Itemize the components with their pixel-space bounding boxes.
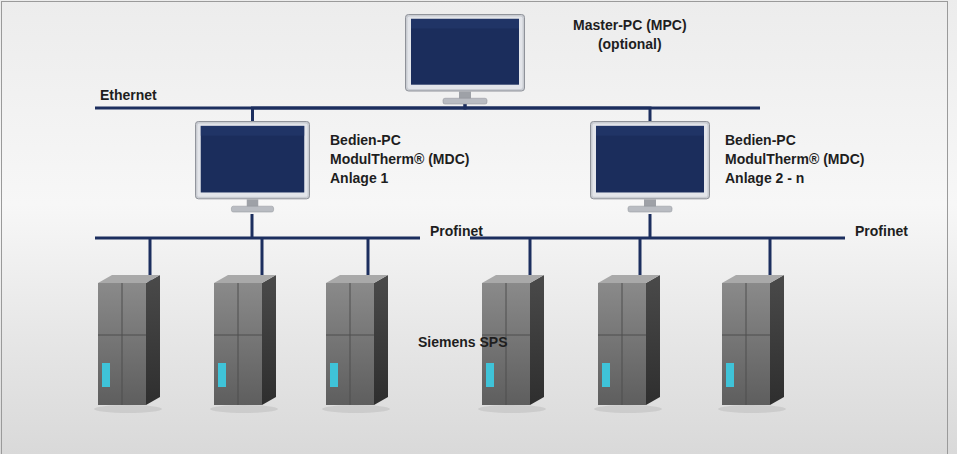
pc-monitor: Bedien-PC ModulTherm® (MDC) Anlage 1 <box>195 121 310 214</box>
pc-caption: Bedien-PC ModulTherm® (MDC) Anlage 2 - n <box>725 131 875 188</box>
monitor-icon <box>195 121 310 214</box>
pc-label: Bedien-PC ModulTherm® (MDC) Anlage 2 - n <box>725 131 875 188</box>
device-label: Siemens SPS <box>418 333 508 351</box>
pc-monitor: Master-PC (MPC)(optional) <box>405 14 525 106</box>
pc-caption: Bedien-PC ModulTherm® (MDC) Anlage 1 <box>330 131 480 188</box>
ethernet-link <box>253 102 466 121</box>
monitor-icon <box>405 14 525 106</box>
ethernet-link <box>465 102 650 121</box>
pc-monitor: Bedien-PC ModulTherm® (MDC) Anlage 2 - n <box>590 121 710 214</box>
network-label: Profinet <box>855 222 908 240</box>
pc-label: Bedien-PC ModulTherm® (MDC) Anlage 1 <box>330 131 480 188</box>
pc-label: Master-PC (MPC) <box>573 16 687 35</box>
network-label: Ethernet <box>100 86 157 104</box>
monitor-icon <box>590 121 710 214</box>
pc-label: (optional) <box>573 35 687 54</box>
pc-caption: Master-PC (MPC)(optional) <box>573 16 687 54</box>
network-label: Profinet <box>430 222 483 240</box>
